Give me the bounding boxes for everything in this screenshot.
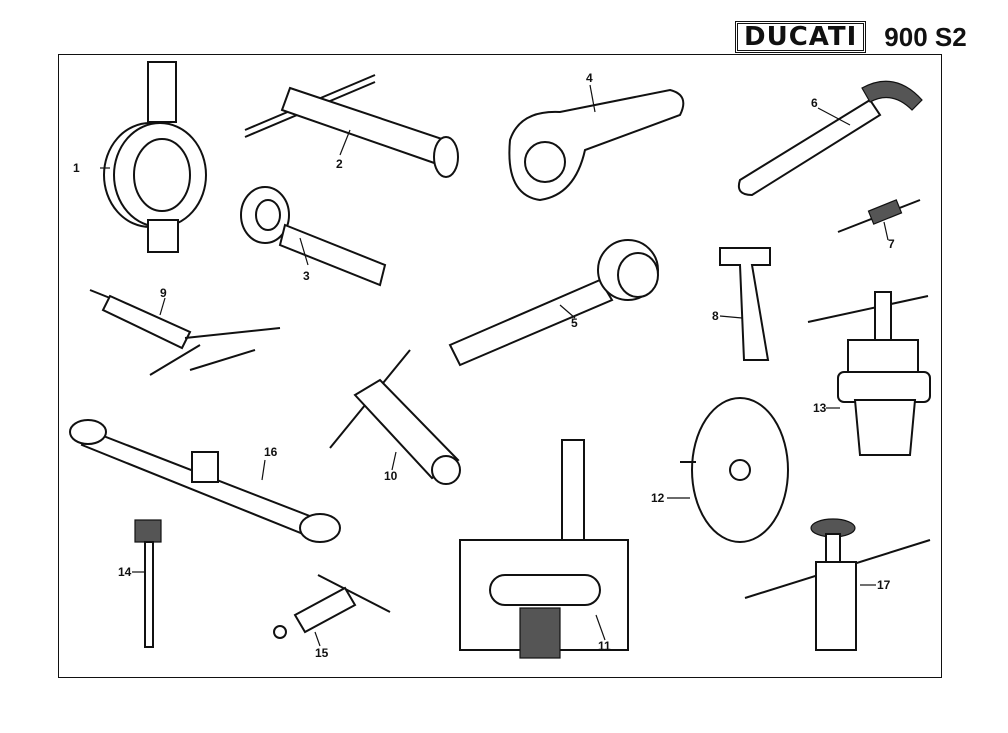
- part-label-8: 8: [712, 309, 719, 323]
- tool-4-spanner: [508, 84, 685, 202]
- part-label-13: 13: [813, 401, 827, 415]
- tool-14-pin-tool: [132, 519, 162, 648]
- tool-2-tube-wrench: [244, 74, 459, 178]
- tool-11-slide-gauge: [459, 439, 629, 659]
- tool-7-pin: [837, 199, 921, 241]
- tool-16-ring-spanner: [69, 419, 341, 543]
- part-label-3: 3: [303, 269, 310, 283]
- tool-5-socket-wrench: [448, 239, 659, 367]
- part-label-12: 12: [651, 491, 665, 505]
- part-label-10: 10: [384, 469, 398, 483]
- tool-17-t-puller: [744, 518, 931, 651]
- part-label-14: 14: [118, 565, 132, 579]
- diagram-frame: [58, 54, 942, 678]
- tool-10-t-socket: [329, 349, 461, 485]
- tool-12-degree-disc: [667, 397, 789, 543]
- part-label-9: 9: [160, 286, 167, 300]
- tool-1-ring-holder: [100, 61, 207, 253]
- part-label-2: 2: [336, 157, 343, 171]
- part-label-6: 6: [811, 96, 818, 110]
- part-label-16: 16: [264, 445, 278, 459]
- part-label-17: 17: [877, 578, 891, 592]
- model-name: 900 S2: [884, 21, 967, 52]
- brand-logo: DUCATI: [735, 21, 867, 53]
- part-label-11: 11: [598, 639, 611, 653]
- tool-6-hook-spanner: [737, 80, 923, 197]
- tool-3-pin-spanner: [240, 186, 387, 287]
- tool-13-bell-puller: [807, 291, 931, 456]
- page-header: DUCATI 900 S2: [735, 21, 967, 53]
- part-label-4: 4: [586, 71, 593, 85]
- tool-15-threaded-puller: [273, 574, 391, 647]
- part-label-7: 7: [888, 237, 895, 251]
- tool-9-puller: [89, 289, 281, 376]
- part-label-5: 5: [571, 316, 578, 330]
- part-label-15: 15: [315, 646, 329, 660]
- tool-8-gauge: [719, 247, 771, 361]
- part-label-1: 1: [73, 161, 80, 175]
